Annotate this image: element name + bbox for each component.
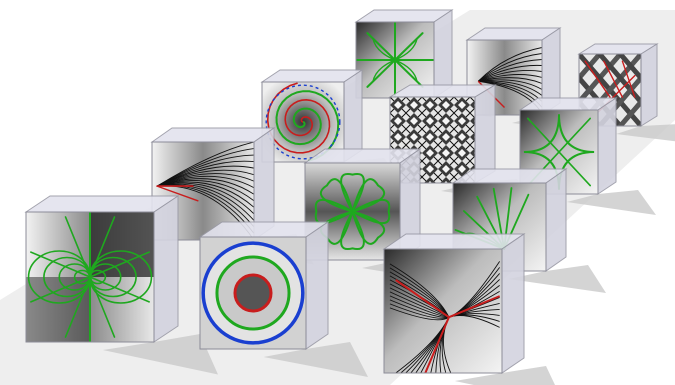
cube-pattern-concentric-rings-blue-green-red — [200, 237, 306, 349]
cube-front-edge — [466, 39, 543, 116]
cube-shadow — [616, 124, 675, 142]
cube-front-edge — [383, 248, 503, 374]
cube-shadow — [454, 366, 555, 385]
cube-side-face — [305, 221, 329, 350]
cube-side-face — [545, 168, 567, 272]
cube-top-face — [382, 233, 526, 250]
cube-front-edge — [389, 96, 476, 184]
cube-front-edge — [261, 81, 345, 163]
cube-side-face — [597, 97, 617, 195]
cube-row3-fan-lines — [150, 127, 276, 241]
cube-side-face — [153, 195, 179, 343]
cube-side-face — [474, 84, 496, 184]
cube-row4-three-branch — [382, 233, 526, 374]
cube-shadow — [263, 342, 368, 377]
cube-top-face — [24, 195, 180, 213]
cube-pattern-three-branch-black-red — [384, 249, 502, 373]
cube-shadow — [102, 334, 218, 375]
cube-grid — [24, 9, 659, 374]
cube-row4-dipole-green — [24, 195, 180, 343]
cube-shadow — [566, 190, 656, 215]
cube-side-face — [343, 69, 363, 163]
cube-row4-rings — [198, 221, 330, 350]
cube-top-face — [150, 127, 276, 143]
cube-side-face — [640, 43, 658, 127]
cube-shadow — [508, 265, 606, 293]
cube-pattern-spiral-green-red-blue — [262, 82, 344, 162]
cube-side-face — [501, 233, 525, 374]
cube-front-edge — [199, 236, 307, 350]
cube-front-edge — [25, 211, 155, 343]
cube-pattern-dipole-green-field — [26, 212, 154, 342]
cube-front-edge — [304, 162, 401, 261]
cube-row2-spiral — [260, 69, 364, 163]
